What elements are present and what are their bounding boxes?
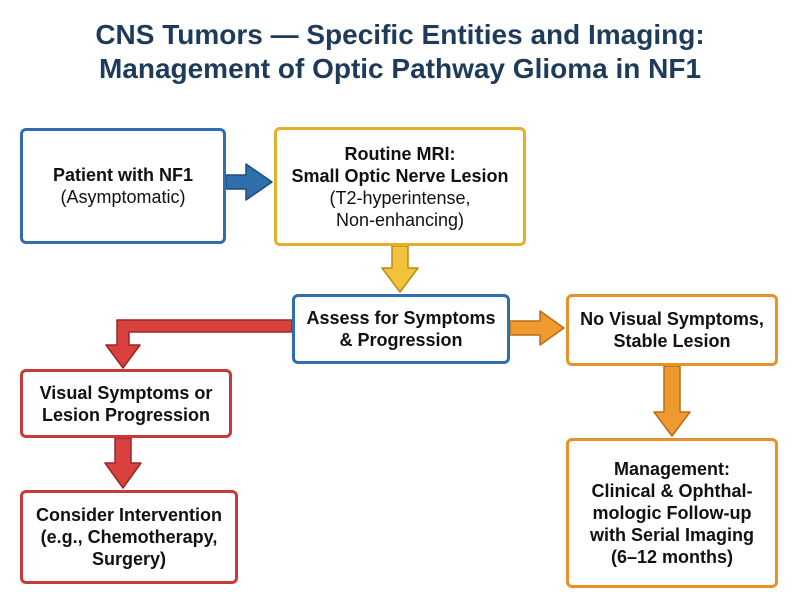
- arrow-assess-to-no-symptoms: [509, 310, 565, 346]
- node-no-symptoms-line-2: Stable Lesion: [613, 331, 731, 351]
- node-management-line-2: Clinical & Ophthal-: [591, 481, 753, 501]
- node-management-line-5: (6–12 months): [610, 547, 734, 567]
- arrow-assess-to-visual-symptoms: [105, 319, 293, 369]
- node-intervention-line-3: Surgery): [91, 549, 167, 569]
- node-mri-line-4: Non-enhancing): [335, 209, 465, 230]
- node-visual-symptoms: Visual Symptoms or Lesion Progression: [20, 369, 232, 438]
- node-assess-line-2: & Progression: [339, 330, 463, 350]
- node-visual-line-1: Visual Symptoms or: [39, 382, 213, 403]
- node-intervention-line-2: (e.g., Chemotherapy,: [40, 527, 218, 547]
- node-patient-line-1: Patient with NF1: [52, 165, 193, 185]
- arrow-no-symptoms-to-management: [653, 365, 691, 437]
- diagram-title: CNS Tumors — Specific Entities and Imagi…: [0, 18, 800, 86]
- node-management-line-3: mologic Follow-up: [592, 503, 752, 523]
- node-consider-intervention: Consider Intervention (e.g., Chemotherap…: [20, 490, 238, 584]
- node-management: Management: Clinical & Ophthal- mologic …: [566, 438, 778, 588]
- node-no-visual-symptoms: No Visual Symptoms, Stable Lesion: [566, 294, 778, 366]
- node-mri-line-3: (T2-hyperintense,: [329, 187, 471, 208]
- title-line-1: CNS Tumors — Specific Entities and Imagi…: [95, 19, 705, 50]
- node-patient-line-2: (Asymptomatic): [60, 187, 186, 207]
- node-mri-line-2: Small Optic Nerve Lesion: [291, 165, 509, 186]
- node-management-line-1: Management:: [613, 459, 730, 479]
- node-management-line-4: with Serial Imaging: [589, 525, 755, 545]
- node-assess-symptoms: Assess for Symptoms & Progression: [292, 294, 510, 364]
- arrow-mri-to-assess: [381, 245, 419, 293]
- arrow-patient-to-mri: [225, 163, 273, 201]
- node-mri-line-1: Routine MRI:: [344, 143, 456, 164]
- node-patient-nf1: Patient with NF1 (Asymptomatic): [20, 128, 226, 244]
- node-no-symptoms-line-1: No Visual Symptoms,: [580, 309, 764, 329]
- node-visual-line-2: Lesion Progression: [41, 404, 211, 425]
- arrow-visual-to-intervention: [104, 437, 142, 489]
- node-intervention-line-1: Consider Intervention: [35, 505, 223, 525]
- title-line-2: Management of Optic Pathway Glioma in NF…: [98, 53, 702, 84]
- node-assess-line-1: Assess for Symptoms: [306, 308, 496, 328]
- node-routine-mri: Routine MRI: Small Optic Nerve Lesion (T…: [274, 127, 526, 246]
